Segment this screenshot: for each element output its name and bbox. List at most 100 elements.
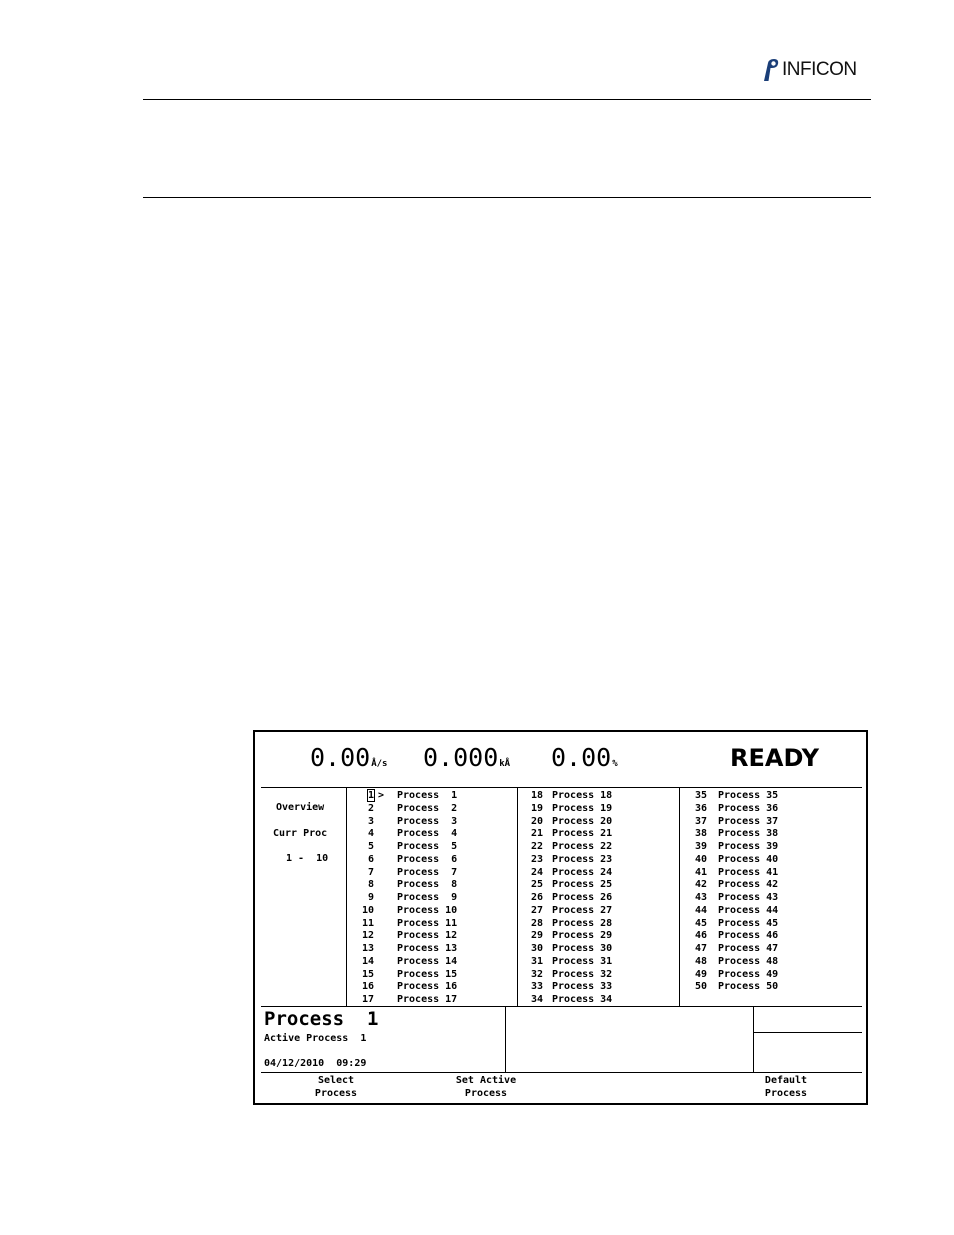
thickness-unit: kÅ [499, 759, 511, 769]
process-number: 1 [352, 789, 376, 802]
process-name: Process 40 [718, 853, 779, 865]
process-number: 4 [352, 827, 374, 840]
process-name: Process 2 [397, 802, 458, 814]
select-process-line2: Process [314, 1088, 358, 1099]
process-name: Process 34 [552, 994, 613, 1005]
process-name: Process 6 [397, 853, 458, 865]
set-active-line2: Process [464, 1088, 508, 1099]
process-name: Process 15 [397, 968, 458, 980]
sidebar-curr-proc[interactable]: Curr Proc [273, 828, 328, 839]
process-name: Process 45 [718, 917, 779, 929]
process-name: Process 19 [552, 802, 613, 814]
process-number: 29 [521, 929, 543, 942]
default-process-softkey[interactable]: Default Process [731, 1074, 841, 1100]
process-name: Process 50 [718, 981, 779, 993]
process-row[interactable]: 29 Process 29 [521, 929, 671, 942]
process-number-text: 23 [530, 853, 543, 865]
active-process-label: Active Process [264, 1033, 349, 1044]
process-number-text: 37 [694, 815, 707, 827]
process-number-text: 28 [530, 917, 543, 929]
process-row[interactable]: 1>Process 1 [352, 789, 502, 802]
process-number-text: 50 [694, 981, 707, 993]
process-number-text: 22 [530, 841, 543, 852]
process-number-text: 4 [367, 828, 374, 840]
process-row[interactable]: 50 Process 50 [685, 980, 835, 993]
column-divider-2 [679, 787, 680, 1006]
process-row[interactable]: 2 Process 2 [352, 802, 502, 815]
rate-unit: Å/s [371, 759, 388, 769]
process-number: 39 [685, 840, 707, 853]
process-row[interactable]: 46 Process 46 [685, 929, 835, 942]
thickness-readout: 0.000kÅ [423, 744, 510, 778]
sidebar-overview[interactable]: Overview [276, 802, 325, 813]
process-number-text: 2 [367, 802, 374, 814]
process-name: Process 14 [397, 955, 458, 967]
process-number: 9 [352, 891, 374, 904]
process-number-text: 36 [694, 802, 707, 814]
process-number: 35 [685, 789, 707, 802]
process-name: Process 46 [718, 930, 779, 942]
process-number: 8 [352, 878, 374, 891]
set-active-process-softkey[interactable]: Set Active Process [431, 1074, 541, 1100]
process-number: 23 [521, 853, 543, 866]
process-number-text: 46 [694, 930, 707, 942]
process-name: Process 44 [718, 904, 779, 916]
power-value: 0.00 [551, 743, 612, 772]
softkey-divider [261, 1072, 862, 1073]
process-name: Process 12 [397, 930, 458, 942]
rate-readout: 0.00Å/s [310, 744, 387, 778]
process-number-text: 33 [530, 981, 543, 993]
process-number: 28 [521, 917, 543, 930]
readout-divider [261, 787, 862, 788]
select-process-softkey[interactable]: Select Process [281, 1074, 391, 1100]
process-name: Process 29 [552, 930, 613, 942]
process-name: Process 20 [552, 815, 613, 827]
process-number-text: 49 [694, 968, 707, 980]
